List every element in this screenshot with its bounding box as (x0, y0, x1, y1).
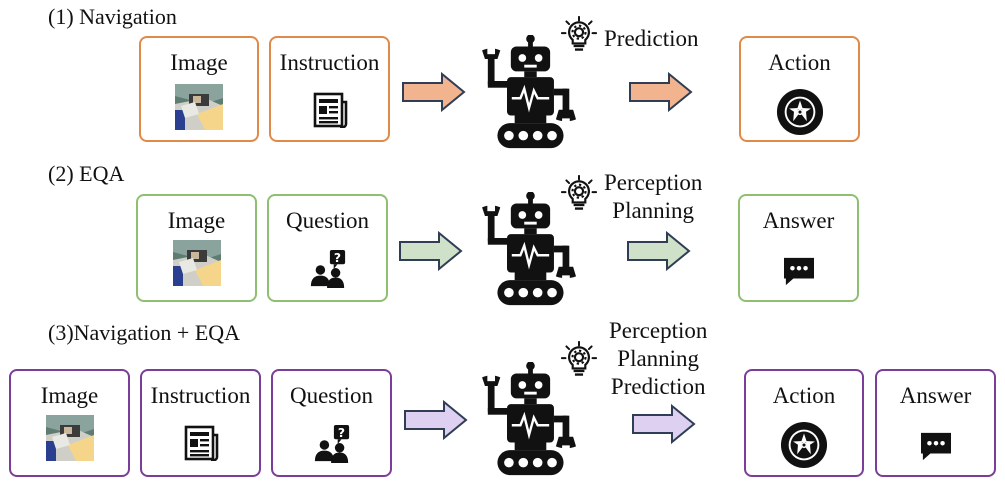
scene-thumbnail-icon (173, 240, 221, 286)
result-label-action: Action (772, 383, 836, 408)
input-label-instruction: Instruction (279, 50, 380, 75)
input-label-question: Question (289, 383, 374, 408)
robot-icon (482, 35, 578, 150)
input-box-question: Question (271, 369, 392, 477)
scene-thumbnail-icon (46, 415, 94, 461)
output-text-eqa: Perception Planning (604, 169, 702, 225)
output-arrow-eqa (627, 231, 691, 271)
section-title-navigation: (1) Navigation (48, 4, 177, 29)
document-icon (183, 425, 219, 461)
output-perception: Perception (604, 170, 703, 195)
result-box-answer: Answer (875, 369, 996, 477)
input-label-image: Image (167, 208, 226, 233)
scene-thumbnail-icon (175, 84, 223, 130)
output-perception: Perception (609, 318, 708, 343)
input-label-image: Image (40, 383, 99, 408)
output-text-navigation: Prediction (604, 25, 699, 53)
lightbulb-gear-icon (561, 175, 597, 211)
lightbulb-gear-icon (561, 16, 597, 52)
result-box-answer: Answer (738, 194, 859, 302)
input-box-question: Question (267, 194, 388, 302)
output-arrow-navigation (629, 72, 693, 112)
input-arrow-navigation-eqa (404, 400, 468, 440)
result-label-answer: Answer (762, 208, 835, 233)
input-box-image: Image (139, 36, 259, 142)
section-title-eqa: (2) EQA (48, 161, 125, 186)
result-box-action: Action (744, 369, 864, 477)
input-box-image: Image (136, 194, 257, 302)
input-box-instruction: Instruction (140, 369, 261, 477)
output-arrow-navigation-eqa (632, 404, 696, 444)
input-box-instruction: Instruction (269, 36, 390, 142)
output-prediction: Prediction (610, 374, 706, 399)
input-label-image: Image (170, 50, 228, 75)
output-prediction: Prediction (604, 26, 699, 51)
chat-bubble-icon (782, 256, 816, 286)
wheel-icon (776, 88, 824, 136)
input-box-image: Image (9, 369, 130, 477)
output-planning: Planning (617, 346, 700, 371)
document-icon (312, 92, 348, 128)
input-label-instruction: Instruction (150, 383, 251, 408)
input-arrow-eqa (399, 231, 463, 271)
lightbulb-gear-icon (561, 341, 597, 377)
robot-icon (482, 362, 578, 477)
output-text-navigation-eqa: Perception Planning Prediction (609, 317, 707, 401)
input-arrow-navigation (402, 72, 466, 112)
result-label-action: Action (768, 50, 831, 75)
wheel-icon (780, 421, 828, 469)
result-label-answer: Answer (899, 383, 972, 408)
people-question-icon (313, 425, 351, 463)
chat-bubble-icon (919, 431, 953, 461)
section-title-navigation-eqa: (3)Navigation + EQA (48, 320, 241, 345)
input-label-question: Question (285, 208, 370, 233)
result-box-action: Action (739, 36, 860, 142)
people-question-icon (309, 250, 347, 288)
output-planning: Planning (612, 198, 695, 223)
